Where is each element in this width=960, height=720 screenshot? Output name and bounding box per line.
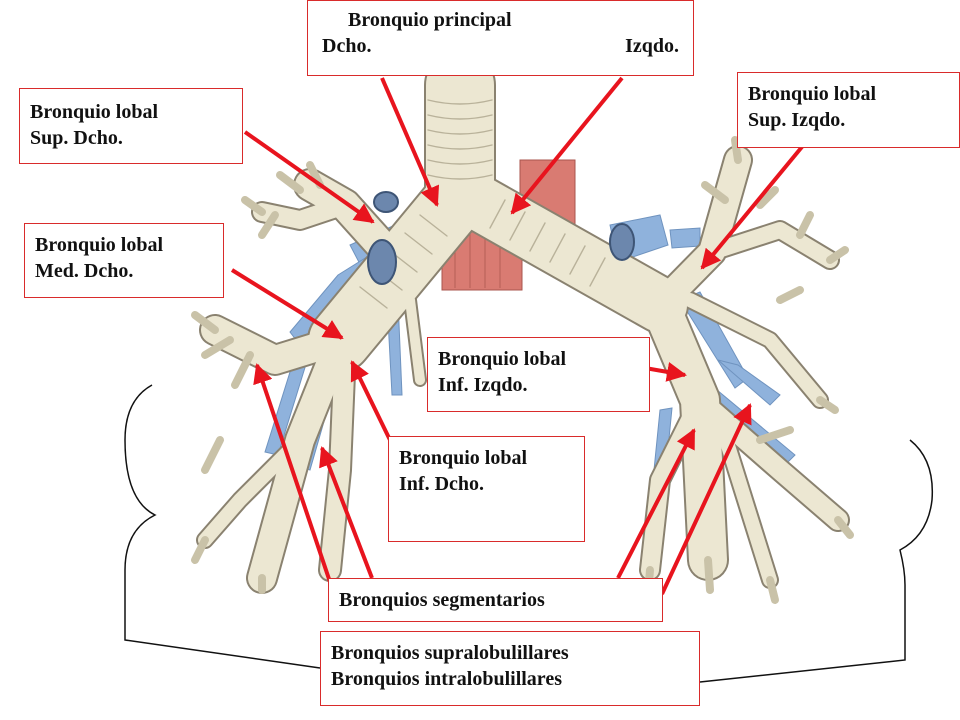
arrow-segmentarios-1: [253, 363, 332, 583]
label-segmentarios-line1: Bronquios segmentarios: [339, 589, 545, 611]
label-supralobulillares: Bronquios supralobulillares: [331, 642, 569, 664]
arrow-segmentarios-3: [616, 428, 696, 579]
arrow-segmentarios-4: [660, 403, 752, 595]
label-sup-dcho-line1: Bronquio lobal: [30, 101, 159, 123]
label-lobal-inf-izqdo: Bronquio lobal Inf. Izqdo.: [427, 337, 650, 412]
left-curly-bracket: [124, 384, 321, 669]
label-sup-dcho-line2: Sup. Dcho.: [30, 127, 123, 149]
arrow-inf-izqdo: [644, 362, 687, 382]
label-lobal-inf-dcho: Bronquio lobal Inf. Dcho.: [388, 436, 585, 542]
arrow-med-dcho: [230, 268, 344, 340]
label-bronquios-lobulillares: Bronquios supralobulillares Bronquios in…: [320, 631, 700, 706]
arrow-sup-izqdo: [700, 140, 808, 270]
label-inf-izqdo-line2: Inf. Izqdo.: [438, 374, 528, 396]
label-principal-title: Bronquio principal: [348, 9, 512, 31]
label-lobal-sup-dcho: Bronquio lobal Sup. Dcho.: [19, 88, 243, 164]
label-inf-dcho-line1: Bronquio lobal: [399, 447, 528, 469]
arrow-sup-dcho: [243, 130, 375, 224]
label-principal-sides: Dcho. Izqdo.: [322, 33, 679, 59]
arrow-segmentarios-2: [319, 446, 374, 579]
label-inf-izqdo-line1: Bronquio lobal: [438, 348, 567, 370]
vessel-openings: [367, 191, 635, 285]
label-sup-izqdo-line1: Bronquio lobal: [748, 83, 877, 105]
label-bronquios-segmentarios: Bronquios segmentarios: [328, 578, 663, 622]
airways: [191, 49, 854, 604]
label-inf-dcho-line2: Inf. Dcho.: [399, 473, 485, 495]
arrow-inf-dcho: [350, 360, 392, 441]
label-intralobulillares: Bronquios intralobulillares: [331, 668, 562, 690]
arrow-principal-izqdo: [510, 76, 624, 215]
label-lobal-sup-izqdo: Bronquio lobal Sup. Izqdo.: [737, 72, 960, 148]
label-principal-izqdo: Izqdo.: [625, 35, 679, 57]
label-principal-dcho: Dcho.: [322, 35, 372, 57]
pointer-arrows: [230, 76, 808, 595]
bronchial-tree-illustration: [191, 49, 854, 604]
label-sup-izqdo-line2: Sup. Izqdo.: [748, 109, 846, 131]
label-bronquio-principal: Bronquio principal Dcho. Izqdo.: [307, 0, 694, 76]
label-lobal-med-dcho: Bronquio lobal Med. Dcho.: [24, 223, 224, 298]
label-med-dcho-line2: Med. Dcho.: [35, 260, 134, 282]
arrow-principal-dcho: [380, 77, 440, 207]
right-curly-bracket: [699, 439, 934, 683]
curly-brackets: [124, 384, 934, 683]
label-med-dcho-line1: Bronquio lobal: [35, 234, 164, 256]
